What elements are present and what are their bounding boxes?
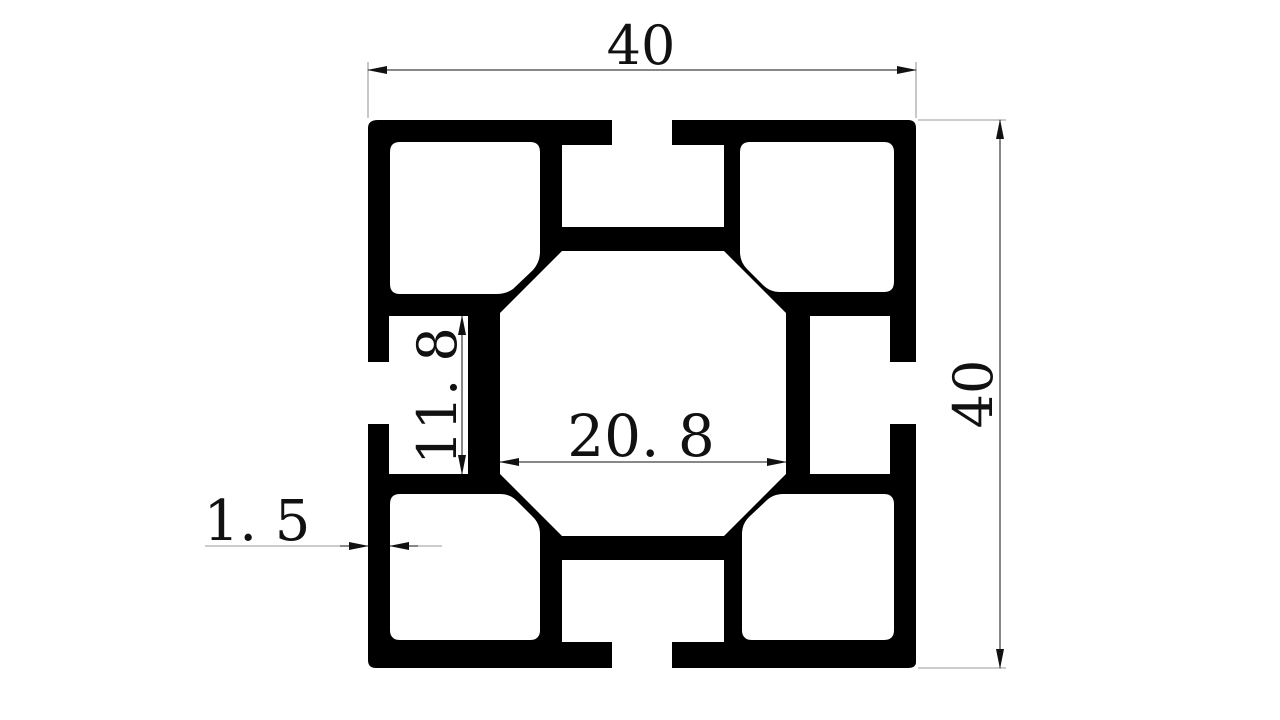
- dimension-slot-depth: 11. 8: [406, 315, 469, 475]
- dimension-right-height: 40: [918, 119, 1006, 669]
- dimension-slot-depth-label: 11. 8: [406, 327, 469, 464]
- dimension-right-height-label: 40: [942, 360, 1005, 429]
- dimension-center-width-label: 20. 8: [567, 402, 715, 470]
- profile-body: [368, 120, 916, 668]
- dimension-wall-thickness: 1. 5: [204, 489, 442, 554]
- dimension-center-width: 20. 8: [499, 402, 787, 470]
- profile-cross-section: [368, 120, 917, 668]
- dimension-wall-thickness-label: 1. 5: [204, 489, 311, 554]
- dimension-top-width-label: 40: [607, 14, 676, 77]
- right-slot-opening: [890, 362, 917, 424]
- dimension-top-width: 40: [367, 14, 917, 118]
